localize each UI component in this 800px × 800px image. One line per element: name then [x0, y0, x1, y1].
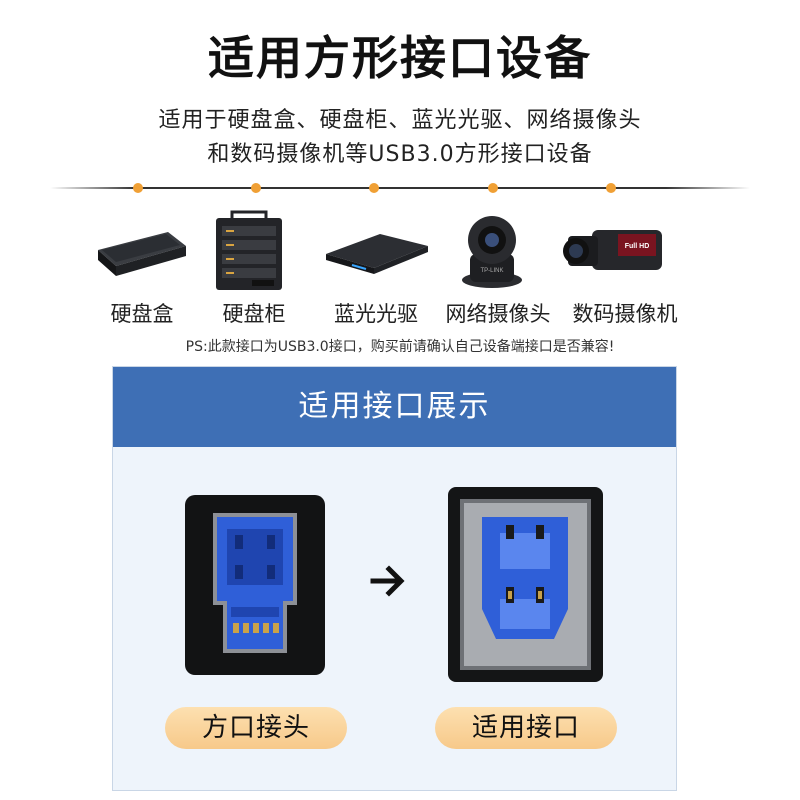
interface-panel: 适用接口展示 方口接头 适用接口: [112, 366, 677, 791]
divider-dot: [251, 183, 261, 193]
network-camera-icon: TP-LINK: [462, 216, 522, 288]
usb-b-plug-icon: [185, 495, 325, 675]
divider-dot: [369, 183, 379, 193]
divider-dot: [133, 183, 143, 193]
socket-label: 适用接口: [435, 707, 617, 749]
device-label-hdd-enclosure: 硬盘盒: [110, 302, 174, 326]
hdd-enclosure-icon: [98, 232, 186, 276]
usb-b-socket-icon: [448, 487, 603, 682]
subtitle-line-1: 适用于硬盘盒、硬盘柜、蓝光光驱、网络摄像头: [158, 108, 642, 133]
device-label-camcorder: 数码摄像机: [572, 302, 678, 326]
camcorder-icon: Full HD: [563, 230, 662, 270]
device-label-network-camera: 网络摄像头: [445, 302, 551, 326]
svg-text:Full HD: Full HD: [625, 243, 650, 250]
compatibility-note: PS:此款接口为USB3.0接口，购买前请确认自己设备端接口是否兼容!: [185, 339, 615, 355]
subtitle-line-2: 和数码摄像机等USB3.0方形接口设备: [207, 142, 593, 167]
divider-dot: [606, 183, 616, 193]
device-label-bluray-drive: 蓝光光驱: [334, 302, 418, 326]
hdd-cabinet-icon: [216, 210, 282, 290]
bluray-drive-icon: [326, 234, 428, 274]
plug-label: 方口接头: [165, 707, 347, 749]
divider-line: [50, 187, 750, 189]
arrow-right-icon: [370, 565, 405, 597]
svg-text:TP-LINK: TP-LINK: [480, 268, 503, 274]
page-title: 适用方形接口设备: [208, 31, 592, 85]
divider-dot: [488, 183, 498, 193]
device-label-hdd-cabinet: 硬盘柜: [222, 302, 286, 326]
panel-header: 适用接口展示: [113, 367, 676, 447]
